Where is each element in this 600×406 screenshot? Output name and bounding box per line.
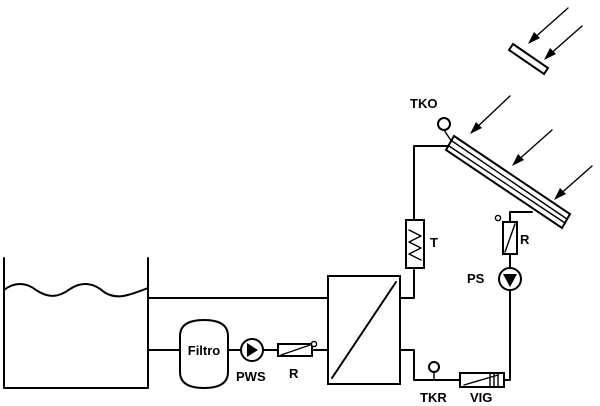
expansion-vessel-label: VIG bbox=[470, 390, 492, 405]
solar-return-pipe-upper bbox=[509, 211, 533, 223]
pool-pump: PWS bbox=[236, 338, 266, 384]
collector-sensor-label: TKO bbox=[410, 96, 437, 111]
solar-collector bbox=[444, 134, 572, 230]
pool-check-valve: R bbox=[277, 340, 318, 381]
sun-ray-arrow bbox=[528, 7, 569, 44]
return-sensor: TKR bbox=[420, 361, 447, 405]
water-surface bbox=[3, 283, 149, 298]
solar-flow-pipe-upper bbox=[413, 145, 453, 221]
solar-pump: PS bbox=[467, 267, 522, 291]
sun-ray-arrow bbox=[512, 129, 553, 166]
expansion-vessel: VIG bbox=[459, 372, 505, 405]
return-sensor-label: TKR bbox=[420, 390, 447, 405]
thermometer-label: T bbox=[430, 235, 438, 250]
pump-direction-icon bbox=[503, 274, 517, 287]
pool-valve-label: R bbox=[289, 366, 299, 381]
sun-ray-arrow bbox=[470, 95, 511, 134]
pool-tank bbox=[3, 257, 149, 389]
pool-pump-label: PWS bbox=[236, 369, 266, 384]
pump-direction-icon bbox=[247, 343, 258, 357]
solar-check-valve: R bbox=[494, 214, 530, 255]
thermometer: T bbox=[405, 219, 438, 269]
solar-flow-pipe bbox=[399, 269, 415, 299]
solar-return-pipe-lower bbox=[503, 289, 511, 381]
sun-ray-arrow bbox=[544, 25, 583, 60]
solar-pump-label: PS bbox=[467, 271, 485, 286]
heat-exchanger bbox=[327, 275, 401, 385]
reference-plate bbox=[507, 7, 583, 76]
solar-return-pipe-bottom bbox=[399, 349, 461, 381]
sun-rays bbox=[470, 95, 593, 200]
filter: Filtro bbox=[179, 318, 229, 390]
filter-label: Filtro bbox=[188, 343, 221, 358]
collector-sensor: TKO bbox=[410, 96, 453, 143]
solar-valve-label: R bbox=[520, 232, 530, 247]
sun-ray-arrow bbox=[554, 165, 593, 200]
